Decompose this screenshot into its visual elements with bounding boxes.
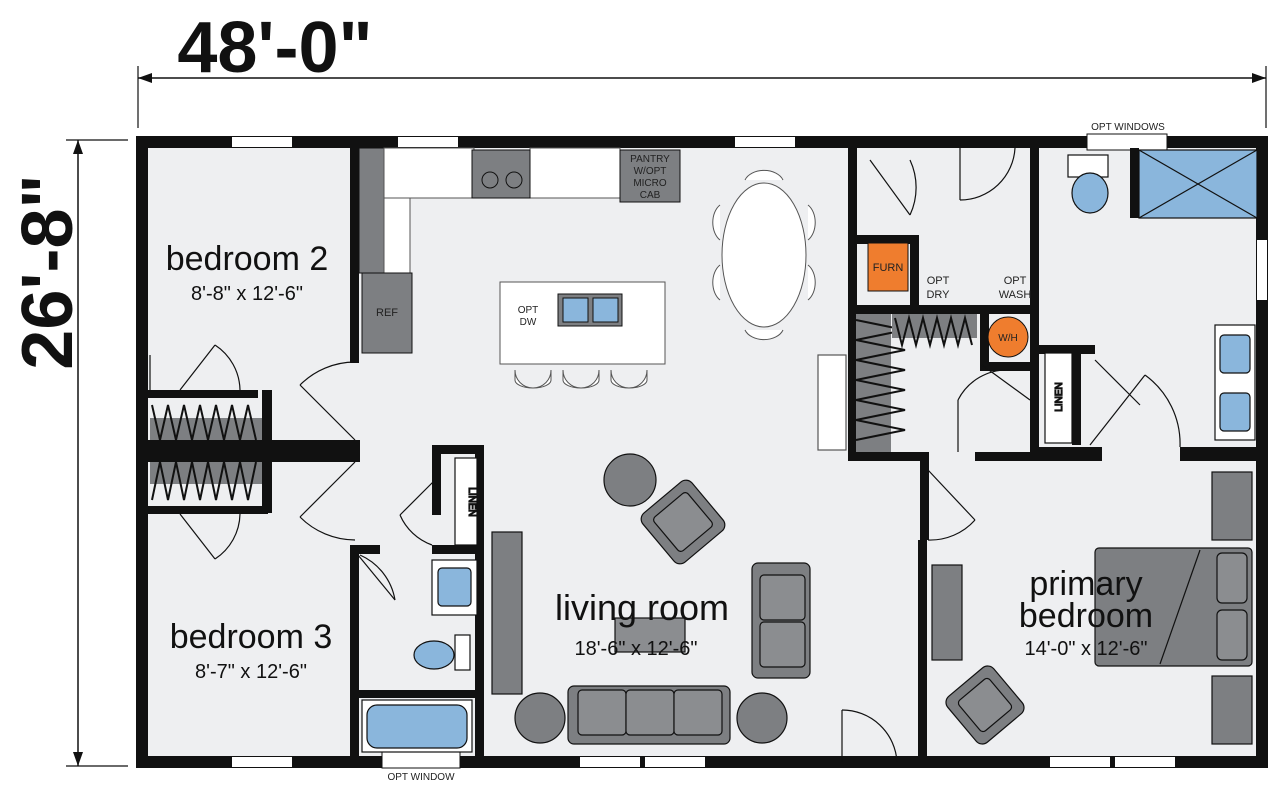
utility: FURN OPT DRY OPT WASH W/H: [867, 242, 1032, 358]
windows: [232, 133, 1267, 769]
svg-text:LINEN: LINEN: [466, 487, 477, 516]
svg-text:DW: DW: [520, 317, 537, 328]
width-label: 48'-0": [177, 8, 372, 88]
bedroom-3-size: 8'-7" x 12'-6": [195, 661, 307, 683]
kitchen: PANTRY W/OPT MICRO CAB REF OPT DW: [358, 147, 681, 389]
svg-text:CAB: CAB: [640, 190, 661, 201]
living-furniture: [491, 354, 847, 745]
interior-walls: [148, 148, 1262, 757]
dining-table: [712, 169, 816, 341]
depth-label: 26'-8": [8, 174, 88, 369]
hall-bath: LINEN: [361, 457, 478, 753]
range: [471, 149, 531, 199]
svg-text:OPT: OPT: [518, 305, 539, 316]
svg-text:LINEN: LINEN: [1054, 382, 1065, 411]
primary-bedroom-size: 14'-0" x 12'-6": [1024, 638, 1147, 660]
primary-bedroom-name-2: bedroom: [1019, 597, 1153, 635]
bedroom-3-name: bedroom 3: [170, 618, 333, 656]
hall-linen: [454, 457, 478, 546]
svg-text:DRY: DRY: [926, 289, 950, 301]
svg-text:MICRO: MICRO: [633, 178, 667, 189]
room-labels: bedroom 2 8'-8" x 12'-6" bedroom 3 8'-7"…: [166, 240, 1153, 683]
svg-text:W/H: W/H: [998, 333, 1017, 344]
svg-text:W/OPT: W/OPT: [634, 166, 667, 177]
living-room-name: living room: [555, 587, 729, 628]
closet-hangers: [150, 314, 977, 501]
refrigerator: [361, 272, 413, 354]
bedroom-2-name: bedroom 2: [166, 240, 329, 278]
doors: [149, 147, 1181, 763]
living-room-size: 18'-6" x 12'-6": [574, 638, 697, 660]
svg-text:REF: REF: [376, 307, 398, 319]
svg-text:OPT: OPT: [927, 275, 950, 287]
depth-dimension: 26'-8": [8, 139, 128, 767]
width-dimension: 48'-0": [137, 8, 1267, 128]
water-heater: [987, 316, 1029, 358]
svg-text:WASH: WASH: [999, 289, 1032, 301]
opt-windows-label: OPT WINDOWS: [1091, 122, 1165, 133]
bath-linen: [1044, 352, 1073, 444]
svg-text:FURN: FURN: [873, 262, 904, 274]
svg-text:OPT: OPT: [1004, 275, 1027, 287]
furnace: [867, 242, 909, 292]
pantry: [619, 149, 681, 203]
bedroom-2-size: 8'-8" x 12'-6": [191, 283, 303, 305]
primary-bath: LINEN: [1044, 149, 1258, 444]
opt-window-label: OPT WINDOW: [387, 772, 455, 783]
primary-bedroom-name-1: primary: [1029, 565, 1142, 603]
svg-text:PANTRY: PANTRY: [630, 154, 670, 165]
primary-furniture: [931, 471, 1253, 745]
